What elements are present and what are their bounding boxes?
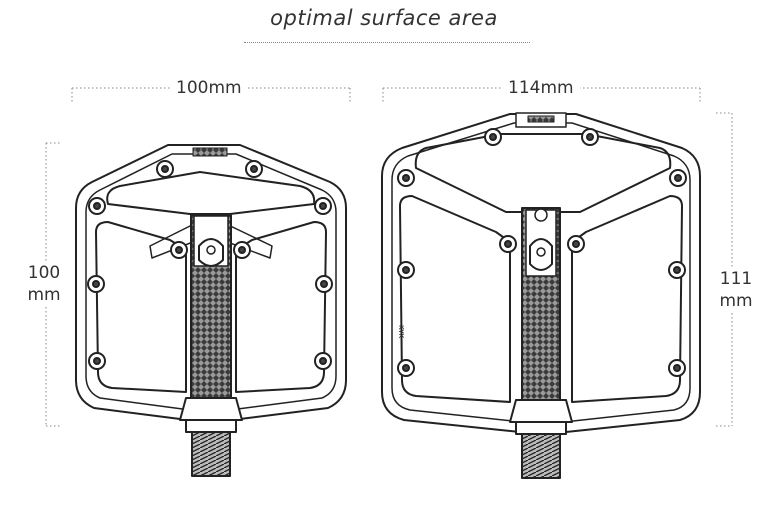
page-title: optimal surface area bbox=[270, 6, 498, 30]
right-axle-thread bbox=[521, 433, 561, 479]
left-pedal bbox=[75, 144, 347, 477]
left-window-r bbox=[235, 221, 327, 393]
left-pins bbox=[87, 160, 333, 370]
right-pins bbox=[397, 128, 687, 377]
right-width-dimension-line bbox=[382, 87, 701, 104]
left-width-dimension-line bbox=[71, 87, 351, 104]
right-height-label: 111 mm bbox=[716, 268, 756, 312]
title-underline bbox=[244, 42, 530, 43]
right-height-unit: mm bbox=[719, 291, 753, 311]
right-upper-window bbox=[414, 133, 672, 213]
left-height-unit: mm bbox=[27, 285, 61, 305]
left-axle-thread bbox=[191, 431, 231, 477]
left-height-label: 100 mm bbox=[22, 262, 66, 306]
left-width-label: 100mm bbox=[170, 79, 248, 97]
right-window-r bbox=[571, 195, 683, 403]
left-height-value: 100 bbox=[27, 263, 61, 283]
right-window-l bbox=[399, 195, 511, 403]
right-pedal bbox=[381, 112, 701, 479]
right-height-value: 111 bbox=[719, 269, 753, 289]
left-upper-window bbox=[106, 171, 316, 215]
left-window-l bbox=[95, 221, 187, 393]
right-width-label: 114mm bbox=[502, 79, 580, 97]
